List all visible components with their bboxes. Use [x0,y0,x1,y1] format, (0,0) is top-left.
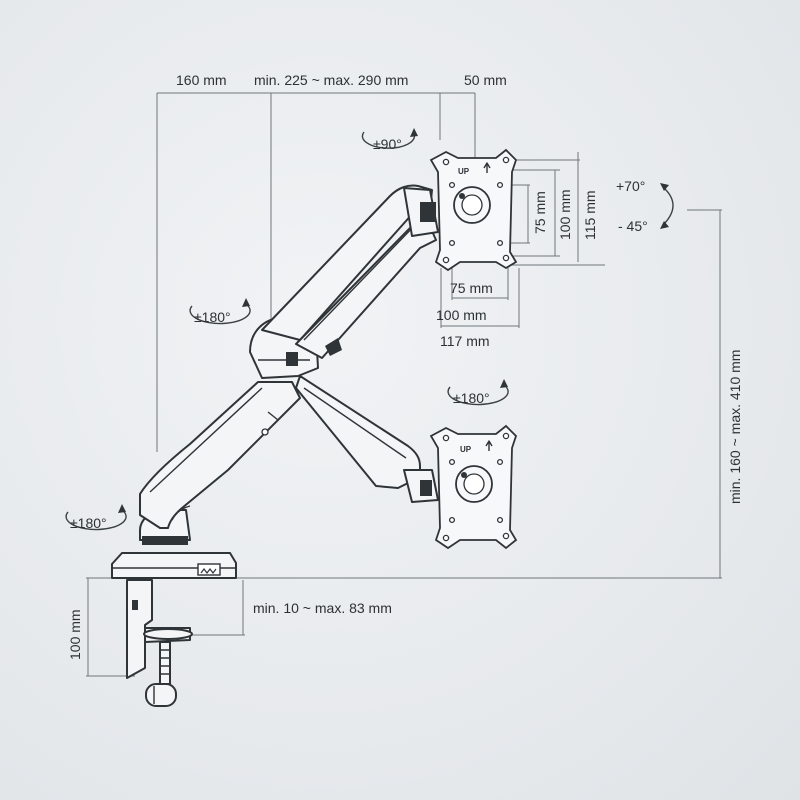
clamp-offset-label: 160 mm [176,72,227,88]
swivel-upper-label: ±180° [194,309,231,325]
tilt-up-label: +70° [616,178,645,194]
upper-arm-screw [325,338,342,356]
lower-arm-slot [267,411,279,421]
lower-arm-body [139,381,301,529]
vesa-hole [496,516,504,524]
lowered-arm-tilt-lock [420,480,432,496]
vesa-hole [496,181,504,189]
vesa-hole [502,432,510,440]
vesa-plate-upper: UP [429,148,518,272]
labels: 160 mm min. 225 ~ max. 290 mm 50 mm ±90°… [67,72,743,660]
vesa-hub-screw [461,472,467,478]
vesa-hole [448,516,456,524]
vesa-hole [442,256,450,264]
base [111,509,237,579]
clamp-pad [143,628,193,640]
swivel-base-label: ±180° [70,515,107,531]
up-mark: UP [460,445,472,454]
up-mark: UP [458,167,470,176]
lower-arm-curve [171,505,191,521]
vesa-hub-screw [459,193,465,199]
clamp-slot [132,600,138,610]
base-logo-icon [200,568,217,574]
desk-clamp [126,579,193,707]
vesa-hole [502,254,510,262]
clamp-height-label: 100 mm [67,609,83,660]
lowered-arm-seam [303,387,407,459]
upper-arm [261,184,437,359]
lower-arm [139,381,301,529]
vesa-hole [502,156,510,164]
tilt-arrow [663,187,674,225]
elbow-lock [286,352,298,366]
vesa-hole [496,458,504,466]
vesa-75-height-label: 75 mm [532,191,548,234]
vesa-hub [461,194,483,216]
vesa-100-width-label: 100 mm [436,307,487,323]
tilt-down-label: - 45° [618,218,648,234]
lowered-arm [295,375,439,503]
vesa-hole [502,532,510,540]
vesa-hole [442,534,450,542]
arm-reach-label: min. 225 ~ max. 290 mm [254,72,408,88]
swivel-head-label: ±180° [453,390,490,406]
rotate-plate-arrowhead [410,128,418,137]
tilt-head-knob [420,202,436,222]
rotation-arrows [65,128,674,531]
clamp-knob [145,683,177,707]
vesa-hub [463,473,485,495]
swivel-head-arrowhead [500,379,508,388]
clamp-screw-thread [160,649,170,675]
cable-clip [261,428,269,436]
upper-arm-gap [303,221,419,341]
swivel-upper-arrow [189,303,251,325]
plate-115-height-label: 115 mm [582,190,598,240]
vesa-75-width-label: 75 mm [450,280,493,296]
vesa-hole [448,181,456,189]
vesa-hole [448,239,456,247]
tilt-arrowhead-up [660,183,669,191]
up-arrow-icon [483,162,491,173]
clamp-screw [159,641,171,685]
lower-arm-highlight [149,387,263,493]
swivel-base-arrow [65,509,127,531]
up-arrow-icon [485,440,493,451]
swivel-base-arrowhead [118,504,126,513]
tilt-arrowhead-down [660,221,669,229]
vesa-100-height-label: 100 mm [557,189,573,240]
plate-117-width-label: 117 mm [440,333,490,349]
height-range-label: min. 160 ~ max. 410 mm [727,350,743,504]
vesa-hole [496,239,504,247]
swivel-upper-arrowhead [242,298,250,307]
base-collar [142,536,188,545]
vesa-plate-lower: UP [429,424,518,550]
dimension-lines [86,92,722,677]
vesa-hole [442,158,450,166]
lowered-arm-body [295,375,421,489]
desk-thickness-label: min. 10 ~ max. 83 mm [253,600,392,616]
swivel-head-arrow [447,384,509,406]
vesa-hole [448,458,456,466]
rotate-plate-arrow [361,131,416,149]
vesa-hole [442,434,450,442]
tilt-head [403,187,439,237]
rotate-plate-label: ±90° [373,136,402,152]
head-depth-label: 50 mm [464,72,507,88]
